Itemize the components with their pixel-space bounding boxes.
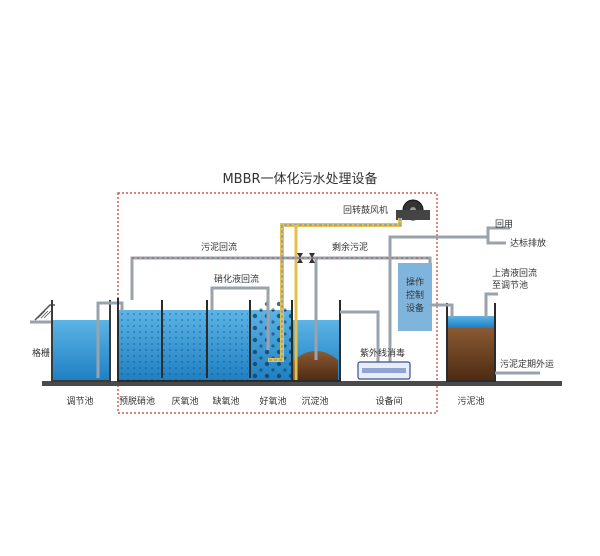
uv-label: 紫外线消毒 bbox=[360, 347, 405, 359]
unit-label: 缺氧池 bbox=[212, 395, 239, 407]
ground-line bbox=[42, 381, 562, 386]
sludge-tank-wall bbox=[446, 303, 496, 382]
excess-sludge-label: 剩余污泥 bbox=[332, 241, 368, 253]
sludge-tank-water bbox=[447, 316, 495, 328]
unit-label: 污泥池 bbox=[457, 395, 484, 407]
effluent-pipe bbox=[340, 310, 380, 362]
reuse-label: 回用 bbox=[495, 219, 513, 230]
bio-tank-wall bbox=[117, 298, 292, 382]
uv-lamp bbox=[362, 368, 406, 373]
unit-label: 调节池 bbox=[66, 395, 93, 407]
unit-labels: 调节池 预脱硝池 厌氧池 缺氧池 好氧池 沉淀池 设备间 污泥池 bbox=[66, 395, 484, 407]
blower-label: 回转鼓风机 bbox=[343, 204, 388, 216]
nitrate-return-label: 硝化液回流 bbox=[214, 273, 259, 285]
grille-screen bbox=[34, 304, 55, 321]
grille-label: 格栅 bbox=[32, 347, 50, 359]
supernatant-label-1: 上清液回流 bbox=[492, 267, 537, 279]
regulating-tank-wall bbox=[51, 300, 111, 382]
discharge-label: 达标排放 bbox=[510, 237, 546, 249]
valve-icon-2 bbox=[309, 253, 315, 263]
unit-label: 沉淀池 bbox=[301, 395, 328, 407]
regulating-tank-water bbox=[52, 320, 110, 381]
sludge-out-label: 污泥定期外运 bbox=[500, 358, 554, 370]
settling-tank-wall bbox=[291, 300, 341, 382]
bio-tank-carrier bbox=[118, 310, 248, 381]
sludge-return-label: 污泥回流 bbox=[201, 241, 237, 253]
control-label-3: 设备 bbox=[406, 302, 424, 314]
supernatant-label-2: 至调节池 bbox=[492, 279, 528, 291]
unit-label: 预脱硝池 bbox=[119, 395, 155, 407]
unit-label: 厌氧池 bbox=[171, 395, 198, 407]
unit-label: 设备间 bbox=[375, 395, 402, 407]
nitrate-return-pipe bbox=[210, 286, 270, 350]
control-label-1: 操作 bbox=[406, 276, 424, 288]
aerobic-bubbles bbox=[252, 310, 292, 381]
air-pipe-core bbox=[268, 218, 401, 361]
settling-sludge-cone bbox=[294, 351, 338, 381]
discharge-pipe bbox=[486, 237, 506, 245]
sludge-tank-sludge bbox=[447, 328, 495, 381]
diagram-title: MBBR一体化污水处理设备 bbox=[222, 171, 377, 187]
valve-icon-1 bbox=[297, 253, 303, 263]
blower-body bbox=[396, 210, 430, 220]
grille-hatch bbox=[37, 310, 52, 319]
control-cabinet bbox=[398, 263, 432, 331]
control-label-2: 控制 bbox=[406, 289, 424, 301]
supernatant-pipe bbox=[484, 292, 498, 318]
unit-label: 好氧池 bbox=[259, 395, 286, 407]
sludge-inlet-pipe bbox=[430, 303, 454, 318]
